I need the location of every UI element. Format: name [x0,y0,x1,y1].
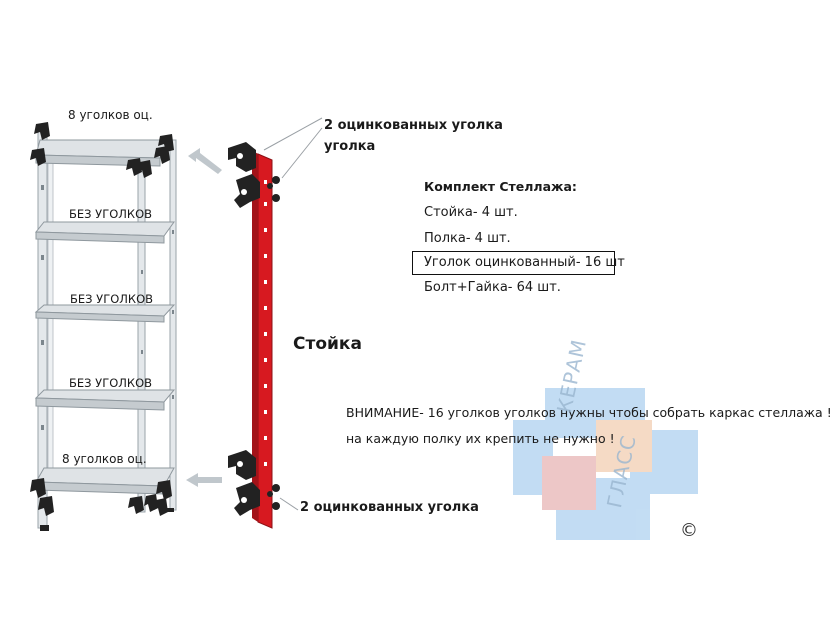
post-top-callout-2: уголка [324,139,376,154]
shelf-4 [34,389,176,411]
post-holes [264,180,267,466]
shelf-4-label: БЕЗ УГОЛКОВ [69,376,153,390]
post-illustration [228,117,323,529]
post-bottom-callout: 2 оцинкованных уголка [300,500,479,515]
watermark-block-peach [596,420,652,472]
warning-line-2: на каждую полку их крепить не нужно ! [346,431,615,446]
kit-highlight-box [412,251,615,275]
shelf-bottom [35,467,175,495]
warning-line-1: ВНИМАНИЕ- 16 уголков уголков нужны чтобы… [346,405,832,420]
arrow-top [188,148,222,174]
post-title: Стойка [293,334,362,354]
rack-bottom-corners-label: 8 уголков оц. [62,452,147,466]
kit-item-shelves: Полка- 4 шт. [424,231,511,246]
shelf-2 [34,221,175,244]
watermark-logo [513,388,698,540]
shelf-3-label: БЕЗ УГОЛКОВ [70,292,154,306]
shelf-3 [34,304,176,323]
assembly-diagram [30,117,698,540]
post-top-callout: 2 оцинкованных уголка [324,118,503,133]
rack-illustration [30,122,177,531]
watermark-block-pink [542,456,596,510]
rack-upright-back-right [169,139,177,511]
post-top-brackets [228,142,280,208]
post-red-bar [257,153,273,529]
post-bottom-brackets [228,450,280,516]
rack-top-corners-label: 8 уголков оц. [68,108,153,122]
kit-title: Комплект Стеллажа: [424,179,577,194]
shelf-2-label: БЕЗ УГОЛКОВ [69,207,153,221]
kit-item-bolts: Болт+Гайка- 64 шт. [424,280,561,295]
rack-top-corners [30,122,174,178]
kit-item-posts: Стойка- 4 шт. [424,205,518,220]
arrow-bottom [186,473,222,487]
copyright-sign: © [680,520,698,541]
kit-item-corners: Уголок оцинкованный- 16 шт [424,255,625,270]
shelf-top [35,139,173,167]
rack-bottom-corners [30,478,172,516]
